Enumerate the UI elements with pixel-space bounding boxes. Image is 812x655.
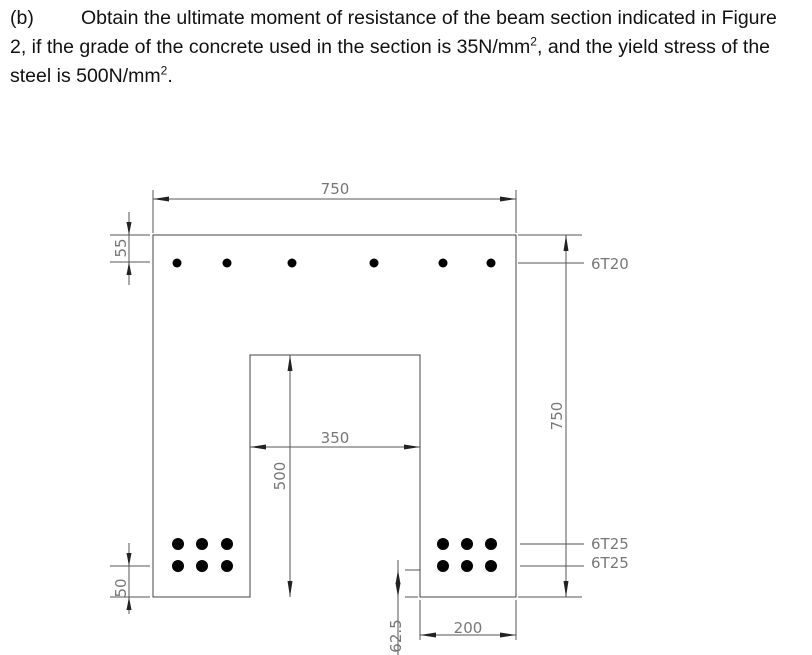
label-bottom-reinforcement-2: 6T25 (591, 554, 629, 572)
label-offset: 62.5 (387, 619, 405, 652)
question-line-2: 2, if the grade of the concrete used in … (10, 34, 771, 59)
dim-opening-width: 350 (250, 429, 420, 450)
rebar-bottom (437, 560, 449, 572)
label-opening-depth: 500 (271, 462, 289, 491)
dim-opening-depth: 500 (271, 355, 293, 597)
rebar-top (486, 258, 496, 268)
rebar-bottom (461, 538, 473, 550)
rebar-bottom (485, 538, 497, 550)
rebar-top (369, 258, 379, 268)
rebar-bottom (221, 538, 233, 550)
label-bottom-cover: 50 (112, 578, 130, 597)
label-top-reinforcement: 6T20 (591, 255, 629, 273)
rebar-bottom (485, 560, 497, 572)
label-opening-width: 350 (321, 429, 350, 447)
rebar-top (287, 258, 297, 268)
dim-overall-width: 750 (152, 180, 517, 233)
label-overall-depth: 750 (548, 402, 566, 431)
rebar-top (222, 258, 232, 268)
question-line-3: steel is 500N/mm2. (10, 63, 173, 88)
section-outline (152, 234, 517, 598)
dim-bottom-cover: 50 (110, 543, 150, 614)
label-bottom-reinforcement-1: 6T25 (591, 535, 629, 553)
rebar-top (172, 258, 182, 268)
part-label: (b) (10, 7, 34, 29)
question-text: (b)Obtain the ultimate moment of resista… (10, 4, 810, 91)
bottom-reinforcement-right: 6T25 6T25 (437, 535, 629, 572)
dim-leg-width: 200 (419, 600, 517, 640)
bottom-reinforcement-left (172, 538, 233, 572)
rebar-bottom (461, 560, 473, 572)
top-reinforcement: 6T20 (172, 255, 629, 273)
dim-overall-depth: 750 (518, 234, 582, 598)
rebar-bottom (172, 538, 184, 550)
question-line-1: (b)Obtain the ultimate moment of resista… (10, 4, 810, 33)
rebar-bottom (196, 560, 208, 572)
rebar-bottom (172, 560, 184, 572)
dim-top-cover: 55 (110, 212, 150, 285)
label-leg-width: 200 (454, 619, 483, 637)
rebar-bottom (196, 538, 208, 550)
dim-offset: 62.5 (387, 560, 420, 655)
label-top-cover: 55 (112, 238, 130, 257)
rebar-bottom (221, 560, 233, 572)
label-overall-width: 750 (321, 180, 350, 198)
rebar-top (438, 258, 448, 268)
rebar-bottom (437, 538, 449, 550)
